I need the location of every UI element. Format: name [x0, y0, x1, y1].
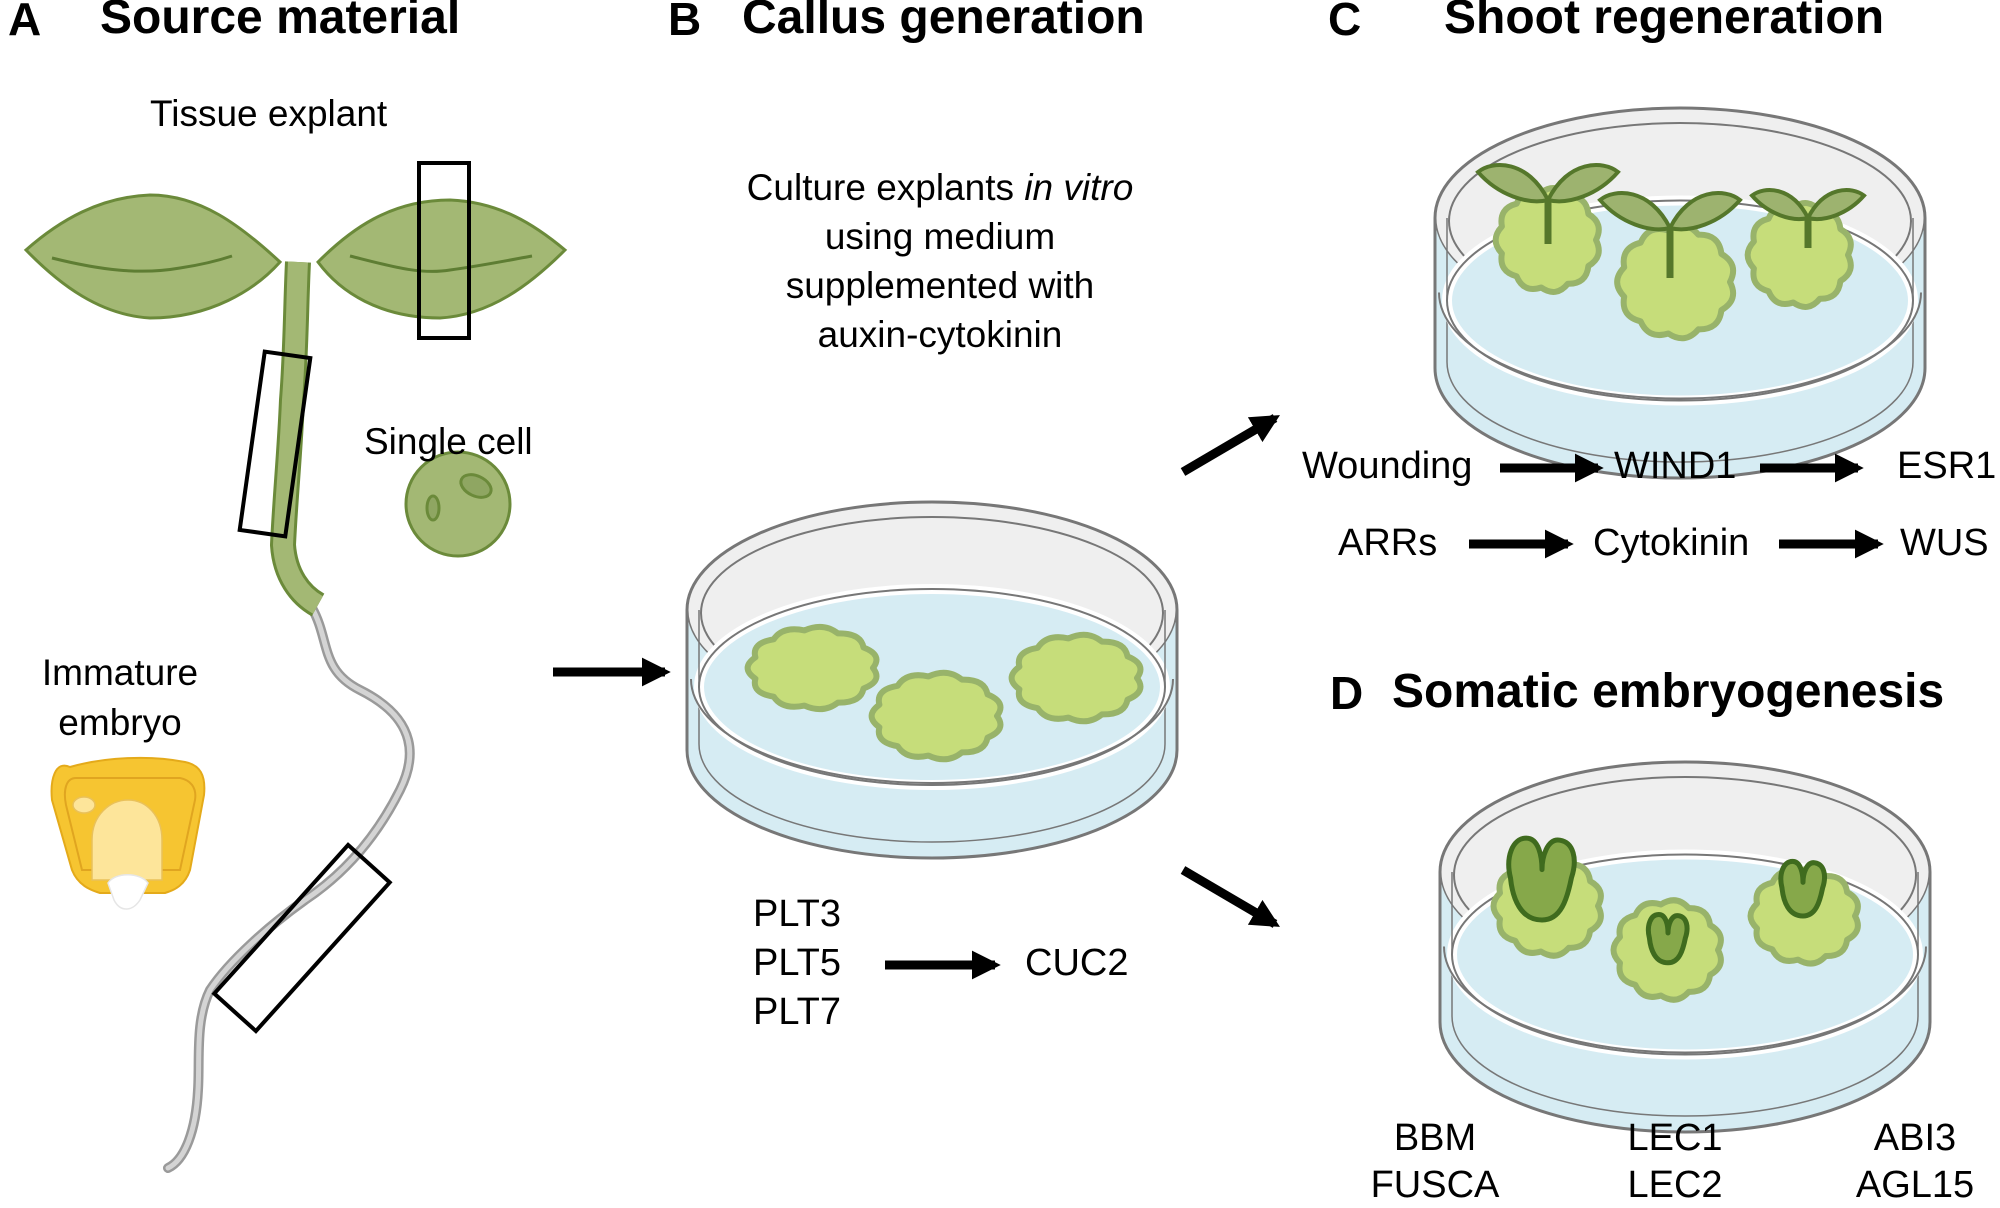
somatic-embryo: [1506, 835, 1577, 923]
shoot-leaf-left: [1749, 188, 1811, 221]
explant-box-hypocotyl: [237, 349, 313, 539]
gene-bbm: BBM: [1393, 1117, 1477, 1159]
petri-dish-embryos: [1438, 760, 1932, 1134]
dish-bottom: [685, 749, 1179, 860]
explant-box-root: [211, 842, 393, 1034]
callus: [744, 623, 880, 713]
gene-agl15: AGL15: [1855, 1164, 1975, 1206]
callus: [868, 669, 1004, 763]
single-cell-label: Single cell: [364, 421, 533, 462]
petri-dish-shoots: [1433, 106, 1927, 480]
panel-a-letter: A: [8, 0, 42, 45]
panel-d-letter: D: [1330, 667, 1364, 719]
shoot-leaf-right: [1805, 188, 1867, 221]
pathway-wus: WUS: [1900, 522, 1989, 564]
pathway-arrs: ARRs: [1338, 522, 1438, 564]
pathway-wounding: Wounding: [1302, 445, 1473, 487]
panel-c-title: Shoot regeneration: [1444, 0, 1885, 44]
culture-description-line4: auxin-cytokinin: [817, 314, 1063, 355]
callus: [1008, 631, 1144, 725]
panel-b-title: Callus generation: [742, 0, 1145, 44]
gene-lec1: LEC1: [1627, 1117, 1723, 1159]
right-cotyledon: [316, 198, 568, 320]
gene-plt7: PLT7: [753, 991, 842, 1033]
pathway-cytokinin: Cytokinin: [1593, 522, 1750, 564]
single-cell-illustration: [404, 450, 512, 558]
left-cotyledon: [23, 193, 283, 320]
pathway-wind1: WIND1: [1614, 445, 1737, 487]
tissue-explant-label: Tissue explant: [150, 93, 388, 134]
gene-plt3: PLT3: [753, 893, 842, 935]
somatic-embryo: [1778, 858, 1827, 919]
gene-lec2: LEC2: [1627, 1164, 1723, 1206]
dish-bottom: [1438, 1021, 1932, 1134]
gene-plt5: PLT5: [753, 942, 842, 984]
explant-box-leaf: [417, 161, 471, 340]
panel-a-title: Source material: [100, 0, 461, 44]
shoot-leaf-left: [1597, 191, 1673, 232]
shoot-leaf-right: [1667, 191, 1743, 232]
arrow-b-to-d: [1180, 866, 1280, 928]
petri-dish-callus: [685, 500, 1179, 860]
culture-description-line1: Culture explants in vitro: [746, 167, 1134, 208]
culture-description-line2: using medium: [824, 216, 1056, 257]
shoot-leaf-right: [1545, 163, 1621, 204]
gene-fusca: FUSCA: [1370, 1164, 1500, 1206]
arrow-b-to-c: [1180, 414, 1280, 476]
panel-d-title: Somatic embryogenesis: [1392, 665, 1945, 718]
shoot-leaf-left: [1475, 163, 1551, 204]
culture-description-line3: supplemented with: [785, 265, 1095, 306]
gene-abi3: ABI3: [1873, 1117, 1957, 1159]
panel-c-letter: C: [1328, 0, 1362, 45]
in-vitro-italic: in vitro: [1024, 167, 1134, 208]
immature-embryo-label-line2: embryo: [58, 702, 182, 743]
seedling-illustration: [23, 161, 568, 1173]
somatic-embryo: [1645, 911, 1690, 966]
pathway-esr1: ESR1: [1897, 445, 1997, 487]
culture-description: Culture explants in vitro using medium s…: [690, 163, 1190, 359]
immature-embryo-illustration: [50, 756, 206, 910]
panel-b-letter: B: [668, 0, 702, 45]
immature-embryo-label-line1: Immature: [41, 652, 199, 693]
gene-cuc2: CUC2: [1025, 942, 1129, 984]
dish-bottom: [1433, 367, 1927, 480]
callus: [1614, 222, 1737, 342]
